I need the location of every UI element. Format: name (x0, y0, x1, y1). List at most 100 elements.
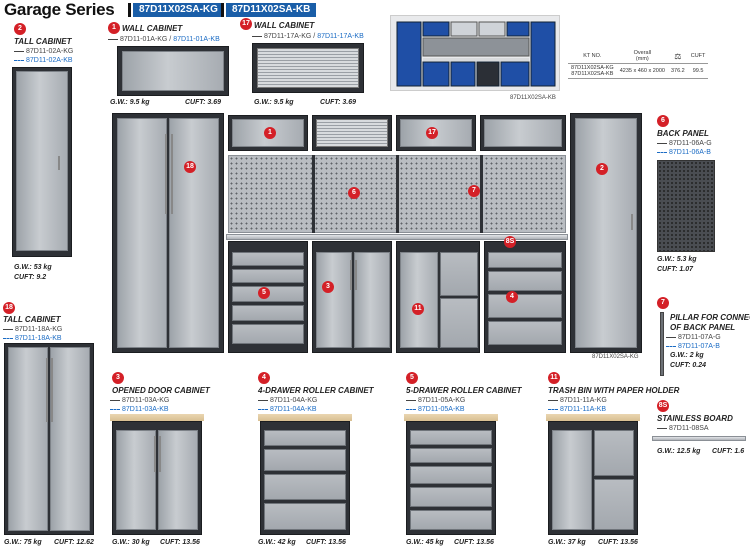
gross-weight: G.W.: 53 kg (14, 264, 52, 271)
drawer (264, 503, 346, 530)
code-text: 87D11-02A-KG (26, 48, 74, 55)
item-badge: 4 (506, 291, 518, 303)
wood-top (546, 414, 640, 421)
product-code-kb: 87D11-11A-KB (548, 405, 606, 414)
product-code-kg: 87D11-11A-KG (548, 396, 607, 405)
product-name: TALL CABINET (14, 37, 72, 46)
item-badge: 8S (504, 236, 516, 248)
wall-cabinet-17 (396, 115, 476, 151)
pillar (312, 155, 315, 233)
item-badge: 5 (258, 287, 270, 299)
preview-image-kb (390, 15, 560, 91)
drawer-cabinet-4 (484, 241, 566, 353)
door-handle (51, 358, 53, 422)
product-name: TRASH BIN WITH PAPER HOLDER (548, 386, 680, 395)
drawer (488, 321, 562, 345)
cuft: CUFT: 13.56 (598, 539, 638, 546)
item-badge: 6 (657, 115, 669, 127)
product-code-kb: 87D11-18A-KB (3, 334, 62, 343)
cuft: CUFT: 0.24 (670, 362, 707, 369)
code-text: 87D11-06A-G (669, 140, 712, 147)
cuft: 99.5 (687, 63, 709, 79)
door-handle (58, 156, 60, 170)
product-code-kb: 87D11-04A-KB (258, 405, 317, 414)
item-badge: 8S (657, 400, 669, 412)
trash-door (400, 252, 438, 348)
item-badge: 2 (14, 23, 26, 35)
drawer (440, 298, 478, 348)
tag-divider (128, 3, 131, 17)
wood-top (404, 414, 498, 421)
product-name: 4-DRAWER ROLLER CABINET (258, 386, 374, 395)
product-code-kb: 87D11-05A-KB (406, 405, 465, 414)
item-badge: 4 (258, 372, 270, 384)
wall-cabinet (480, 115, 566, 151)
drawer (264, 449, 346, 471)
gross-weight: G.W.: 9.5 kg (254, 99, 294, 106)
wood-top (110, 414, 204, 421)
product-codes: 87D11-17A-KG / 87D11-17A-KB (252, 32, 364, 41)
drawer-cabinet-4-image (260, 421, 350, 535)
door-handle (350, 260, 352, 290)
item-badge: 17 (426, 127, 438, 139)
cabinet-door (16, 71, 68, 251)
drawer (410, 487, 492, 507)
code-text-blue: 87D11-01A-KB (173, 36, 220, 43)
product-name: 5-DRAWER ROLLER CABINET (406, 386, 522, 395)
item-badge: 11 (412, 303, 424, 315)
model-tag-kg: 87D11X02SA-KG (133, 3, 224, 17)
dims: 4235 x 460 x 2000 (616, 63, 668, 79)
roller-shutter (257, 48, 359, 88)
item-badge: 1 (108, 22, 120, 34)
product-code-kb: 87D11-07A-B (666, 342, 720, 351)
drawer (594, 479, 634, 530)
item-badge: 2 (596, 163, 608, 175)
cuft: CUFT: 12.62 (54, 539, 94, 546)
door-cabinet-3 (312, 241, 392, 353)
item-badge: 7 (468, 185, 480, 197)
cuft: CUFT: 13.56 (160, 539, 200, 546)
gross-weight: G.W.: 5.3 kg (657, 256, 697, 263)
product-name-1: PILLAR FOR CONNECTION (670, 313, 750, 322)
code-text: 87D11-03A-KG (122, 397, 170, 404)
drawer (264, 430, 346, 446)
trash-cabinet-image (548, 421, 638, 535)
cuft: CUFT: 3.69 (320, 99, 357, 106)
door-handle (355, 260, 357, 290)
code-text: 87D11-04A-KB (270, 406, 317, 413)
code-text: 87D11-06A-B (669, 149, 711, 156)
drawer (232, 305, 304, 321)
kt-kb: 87D11X02SA-KB (571, 71, 614, 77)
code-text: 87D11-11A-KG (560, 397, 607, 404)
page-title: Garage Series (4, 0, 115, 19)
weight: 376.2 (667, 63, 688, 79)
code-text: 87D11-01A-KG / (120, 36, 174, 43)
drawer (488, 271, 562, 291)
model-tag-kb: 87D11X02SA-KB (226, 3, 317, 17)
item-badge: 6 (348, 187, 360, 199)
blue-set-illustration (396, 21, 556, 87)
pillar (396, 155, 399, 233)
col-overall: Overall(mm) (616, 49, 668, 64)
drawer (410, 448, 492, 463)
code-text-blue: 87D11-17A-KB (317, 33, 364, 40)
shutter-cabinet (312, 115, 392, 151)
left-door (116, 430, 156, 530)
pillar (480, 155, 483, 233)
code-text: 87D11-08SA (669, 425, 709, 432)
wood-top (258, 414, 352, 421)
code-text: 87D11-02A-KB (26, 57, 73, 64)
drawer (232, 269, 304, 283)
product-code-kg: 87D11-03A-KG (110, 396, 169, 405)
cuft: CUFT: 13.56 (454, 539, 494, 546)
product-codes: 87D11-01A-KG / 87D11-01A-KB (108, 35, 220, 44)
drawer (410, 510, 492, 530)
overall-label: Overall (633, 50, 652, 56)
tall-cabinet-18-image (4, 343, 94, 535)
shutter-cabinet-image (252, 43, 364, 93)
paper-holder (440, 252, 478, 296)
product-code-kg: 87D11-06A-G (657, 139, 712, 148)
drawer-cabinet-5-image (406, 421, 496, 535)
